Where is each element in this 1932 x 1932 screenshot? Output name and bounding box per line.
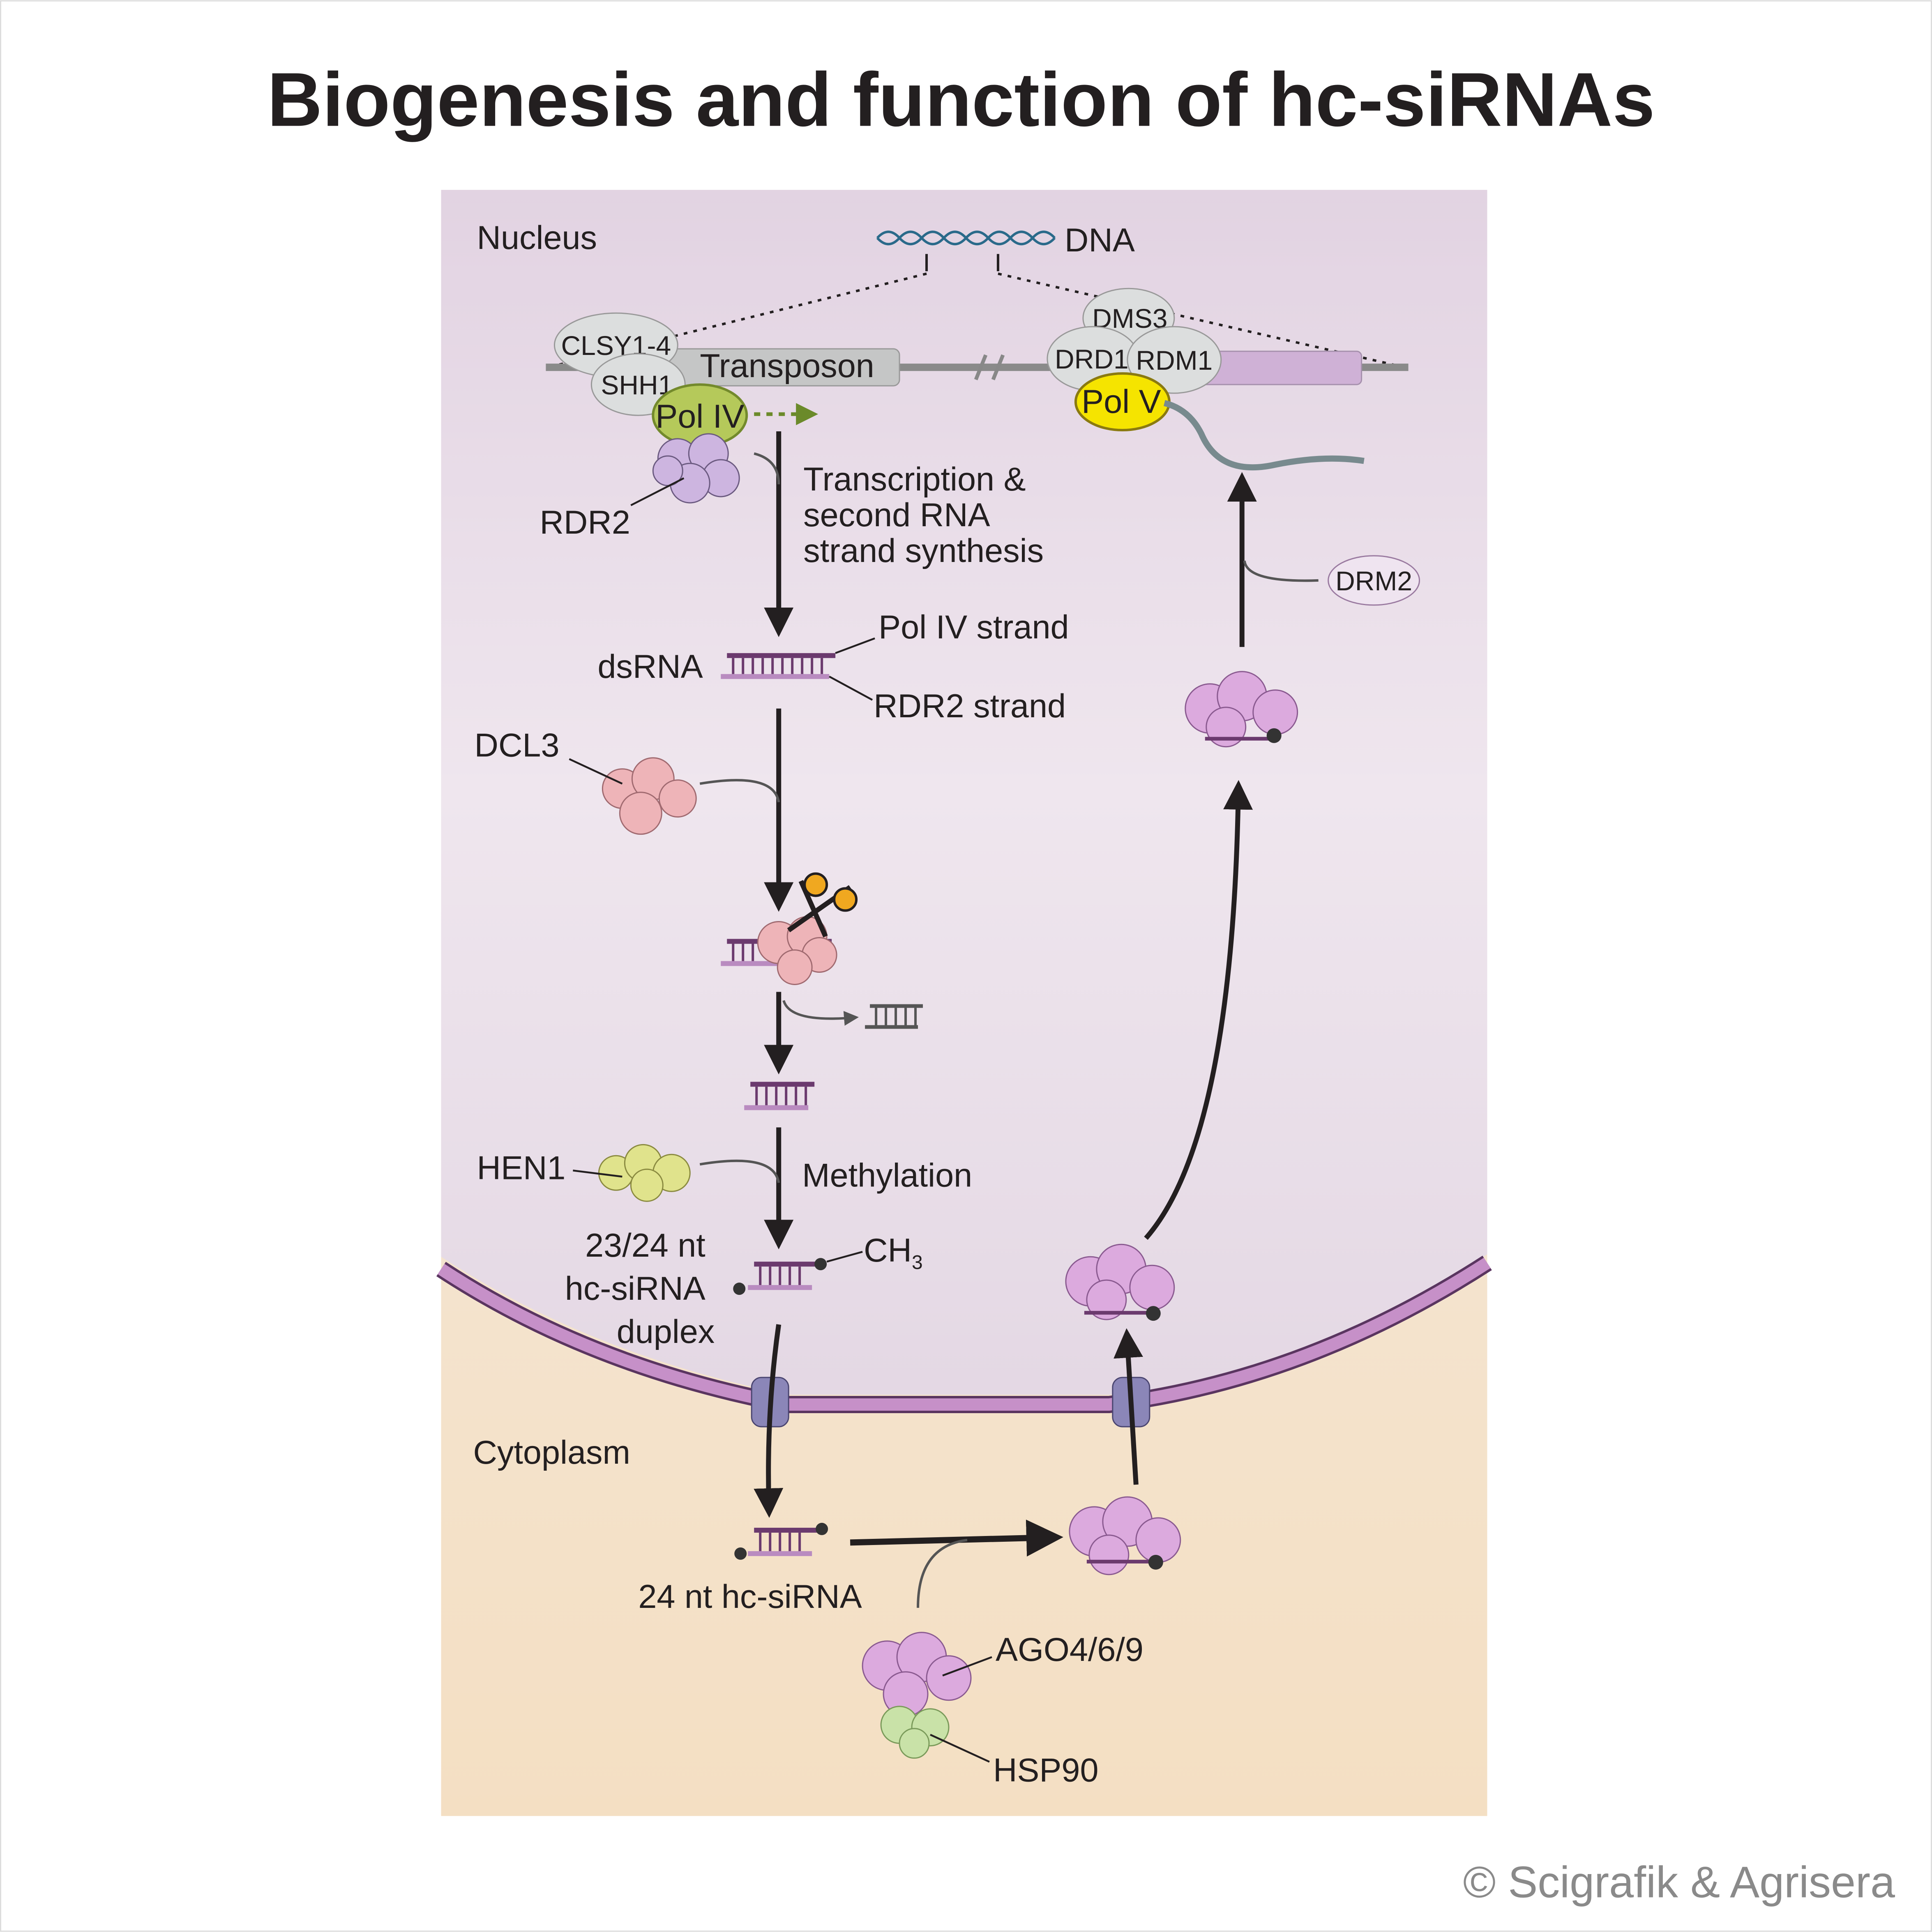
dsrna-icon xyxy=(721,653,836,679)
pol5-label: Pol V xyxy=(1081,383,1161,420)
rdr2-protein xyxy=(652,433,740,504)
rdr2-label: RDR2 xyxy=(539,504,630,541)
ago-sirna-complex-nucleus xyxy=(1065,1243,1175,1321)
rdm1-protein xyxy=(1127,326,1222,394)
sirna-icon xyxy=(744,1082,815,1110)
copyright-notice: © Scigrafik & Agrisera xyxy=(1463,1857,1895,1907)
transposon-label: Transposon xyxy=(700,348,874,385)
dcl3-label: DCL3 xyxy=(475,727,560,764)
arrow-export xyxy=(754,1324,784,1518)
ch3-label: CH3 xyxy=(864,1232,923,1273)
pol4-strand-label: Pol IV strand xyxy=(878,609,1069,646)
drm2-label: DRM2 xyxy=(1335,566,1412,596)
dsrna-label: dsRNA xyxy=(597,648,703,685)
cytoplasm-label: Cytoplasm xyxy=(473,1434,630,1471)
arrow-import xyxy=(1114,1328,1143,1485)
break-mark xyxy=(974,354,1005,380)
cytoplasmic-sirna-icon xyxy=(734,1522,828,1560)
transcription-label: Transcription & second RNA strand synthe… xyxy=(803,461,1044,569)
hsp90-protein xyxy=(880,1706,950,1759)
drm2-protein xyxy=(1328,555,1420,606)
arrow-loading xyxy=(850,1520,1063,1557)
methylation-label: Methylation xyxy=(802,1157,972,1194)
fragment-icon xyxy=(865,1004,923,1029)
sirna24-label: 24 nt hc-siRNA xyxy=(638,1578,862,1615)
ago-sirna-complex-cytoplasm xyxy=(1069,1496,1181,1575)
hen1-label: HEN1 xyxy=(477,1149,566,1186)
shh1-label: SHH1 xyxy=(601,370,673,400)
scissors-icon xyxy=(787,872,858,937)
methylated-duplex-icon xyxy=(733,1258,827,1295)
ago-protein xyxy=(862,1632,972,1717)
figure-title: Biogenesis and function of hc-siRNAs xyxy=(267,57,1655,142)
rdr2-strand-label: RDR2 strand xyxy=(874,688,1066,725)
nuclear-envelope xyxy=(438,1257,1491,1411)
hen1-protein xyxy=(598,1144,691,1202)
duplex-label: 23/24 nt hc-siRNA duplex xyxy=(565,1227,715,1350)
arrow-targeting xyxy=(1144,780,1253,1240)
dcl3-protein xyxy=(602,757,697,835)
hsp90-label: HSP90 xyxy=(993,1752,1099,1789)
ago-sirna-complex-target xyxy=(1185,671,1298,748)
drd1-label: DRD1 xyxy=(1055,344,1129,374)
pol5-transcript xyxy=(1163,400,1365,471)
rdm1-label: RDM1 xyxy=(1136,345,1213,375)
dsrna-cleavage-icon xyxy=(721,916,837,985)
pol4-label: Pol IV xyxy=(655,398,744,435)
nucleus-label: Nucleus xyxy=(477,219,597,256)
dna-label: DNA xyxy=(1065,222,1135,259)
ago-label: AGO4/6/9 xyxy=(996,1631,1144,1668)
